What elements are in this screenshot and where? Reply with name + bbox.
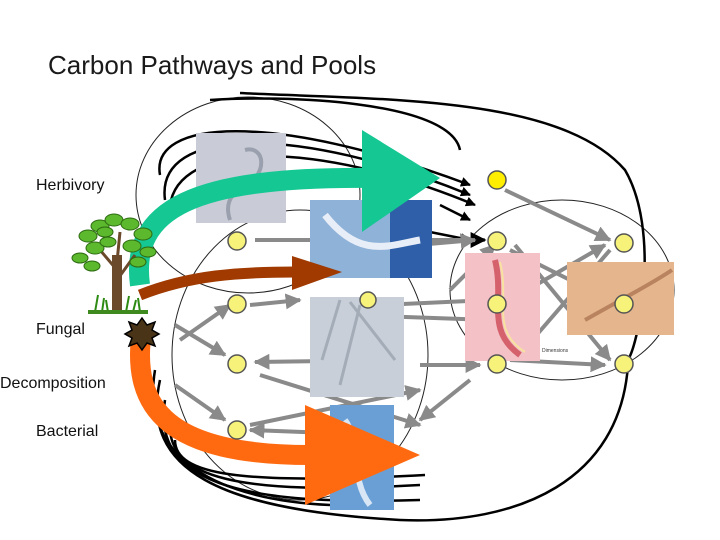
label-herbivory: Herbivory	[36, 177, 105, 194]
pool-node-right-3	[614, 354, 634, 374]
pool-nodes	[227, 170, 634, 440]
nematode-photo-5	[465, 253, 540, 361]
pool-node-left-4	[227, 420, 247, 440]
pool-node-left-3	[227, 354, 247, 374]
photo-caption: Dimensions	[542, 348, 569, 354]
pool-node-center-1	[487, 231, 507, 251]
pool-node-center-3	[487, 354, 507, 374]
label-decomposition: Decomposition	[0, 375, 106, 392]
label-fungal: Fungal	[36, 321, 85, 338]
pool-node-left-2	[227, 294, 247, 314]
pool-node-center-2	[487, 294, 507, 314]
nematode-photo-3	[310, 297, 404, 397]
tree-icon	[71, 213, 157, 314]
pool-node-right-2	[614, 294, 634, 314]
fungus-icon	[123, 316, 161, 352]
page-title: Carbon Pathways and Pools	[48, 50, 377, 80]
pool-node-top-center	[487, 170, 507, 190]
bacterial-pathway-arrow	[130, 328, 420, 505]
pool-node-mid-1	[359, 291, 377, 309]
nematode-photo-6	[567, 262, 674, 335]
fungal-pathway-arrow	[137, 256, 342, 301]
herbivore-group-outline	[135, 96, 361, 294]
decomposer-group-outline	[171, 209, 429, 501]
pool-node-left-1	[227, 231, 247, 251]
pool-node-right-1	[614, 233, 634, 253]
label-bacterial: Bacterial	[36, 423, 99, 440]
